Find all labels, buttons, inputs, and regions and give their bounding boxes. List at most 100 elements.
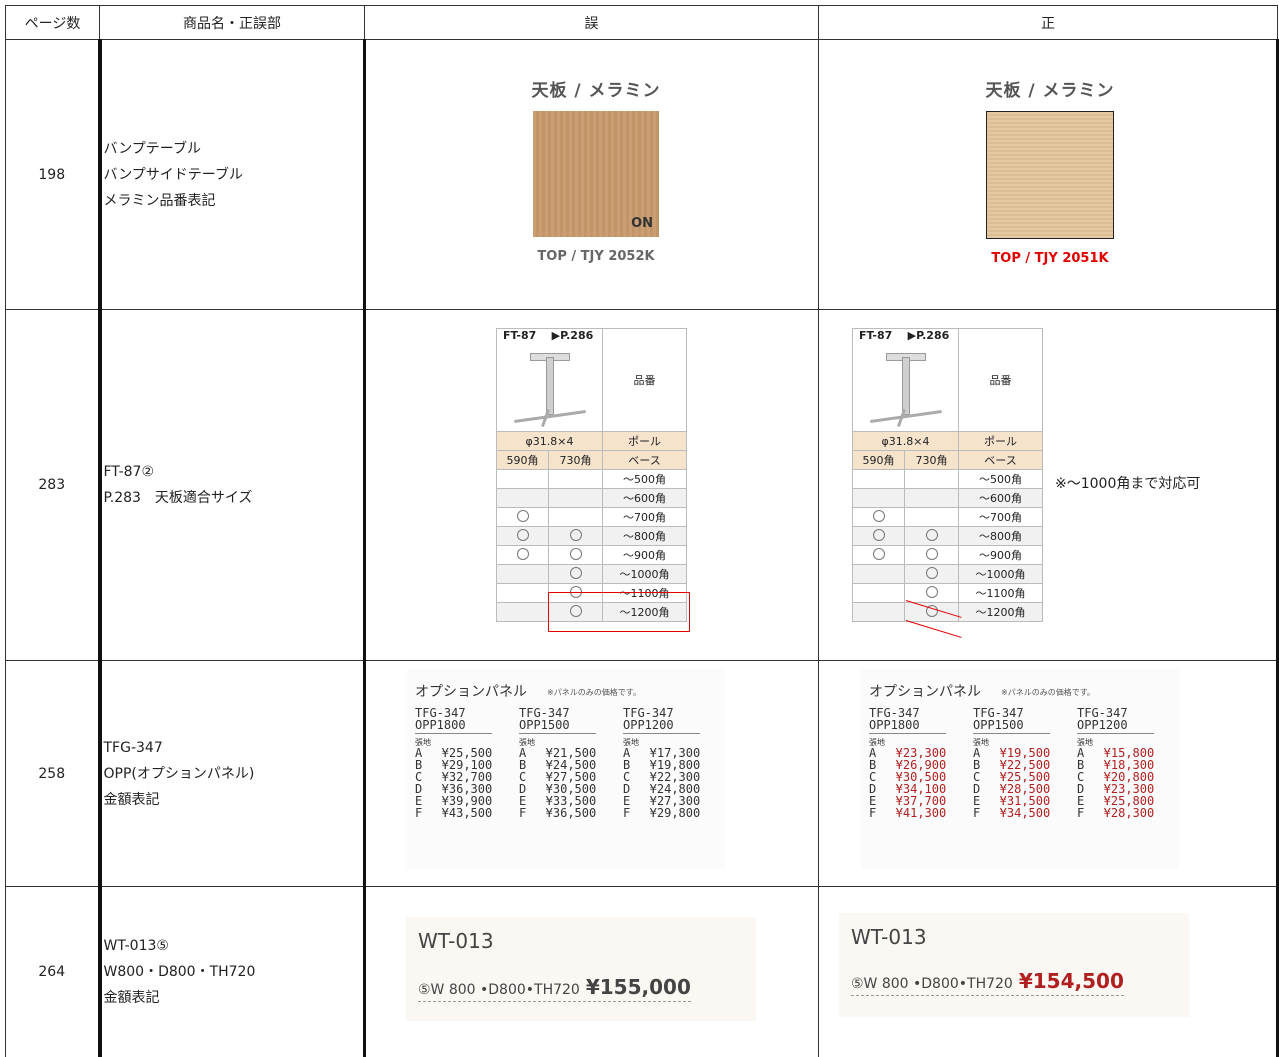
wt-price: ¥155,000 xyxy=(585,975,691,999)
header-correct: 正 xyxy=(818,5,1278,40)
melamine-sample-correct: 天板 / メラミン TOP / TJY 2051K xyxy=(975,76,1125,266)
mark-730 xyxy=(904,526,959,546)
page-number: 264 xyxy=(5,886,100,1057)
mark-590 xyxy=(496,469,549,489)
melamine-swatch: ON xyxy=(533,111,659,237)
spec-size: 〜1200角 xyxy=(958,602,1043,622)
circle-mark xyxy=(516,509,529,522)
spec-ref: ▶P.286 xyxy=(907,329,950,342)
table-stand-icon xyxy=(500,347,600,427)
grade-label: 張地 xyxy=(519,738,535,747)
melamine-title: 天板 / メラミン xyxy=(531,81,661,101)
spec-size-row: 〜700角 xyxy=(496,507,687,527)
spec-size-row: 〜600角 xyxy=(496,488,687,508)
circle-mark xyxy=(925,566,938,579)
grade-label: 張地 xyxy=(415,738,431,747)
grade-letter: C xyxy=(415,770,423,784)
price-value: ¥22,300 xyxy=(649,770,701,784)
grade-letter: E xyxy=(519,794,527,808)
spec-size: 〜900角 xyxy=(602,545,687,565)
spec-size-row: 〜1200角 xyxy=(496,602,687,622)
grade-letter: E xyxy=(869,794,877,808)
mark-590 xyxy=(496,488,549,508)
spec-size: 〜1200角 xyxy=(602,602,687,622)
mark-590 xyxy=(496,545,549,565)
spec-model: FT-87 xyxy=(503,329,537,342)
name-line: W800・D800・TH720 xyxy=(103,963,256,980)
name-line: WT-013⑤ xyxy=(103,937,169,954)
price-line: C¥20,800 xyxy=(1077,771,1154,783)
price-value: ¥34,100 xyxy=(895,782,947,796)
spec-size: 〜700角 xyxy=(602,507,687,527)
spec-size: 〜1100角 xyxy=(602,583,687,603)
price-value: ¥30,500 xyxy=(545,782,597,796)
circle-mark xyxy=(569,566,582,579)
price-line: F¥43,500 xyxy=(415,807,492,819)
price-value: ¥28,300 xyxy=(1103,806,1155,820)
spec-size-row: 〜500角 xyxy=(852,469,1043,489)
price-line: F¥36,500 xyxy=(519,807,596,819)
product-name: WT-013⑤ W800・D800・TH720 金額表記 xyxy=(97,886,365,1057)
name-line: メラミン品番表記 xyxy=(103,192,216,209)
grade-letter: C xyxy=(973,770,981,784)
page-number: 283 xyxy=(5,309,100,661)
spec-size: 〜500角 xyxy=(958,469,1043,489)
panel-note: ※パネルのみの価格です。 xyxy=(1001,688,1095,697)
product-name: FT-87② P.283 天板適合サイズ xyxy=(97,309,365,661)
spec-size-row: 〜500角 xyxy=(496,469,687,489)
mark-590 xyxy=(496,583,549,603)
price-line: B¥19,800 xyxy=(623,759,700,771)
grade-label: 張地 xyxy=(973,738,989,747)
mark-730 xyxy=(904,545,959,565)
price-value: ¥15,800 xyxy=(1103,746,1155,760)
spec-code-label: 品番 xyxy=(602,328,687,432)
wt-price: ¥154,500 xyxy=(1018,969,1124,993)
spec-ref: ▶P.286 xyxy=(551,329,594,342)
spec-size: 〜800角 xyxy=(958,526,1043,546)
grade-letter: A xyxy=(869,746,877,760)
mark-590 xyxy=(496,602,549,622)
price-value: ¥18,300 xyxy=(1103,758,1155,772)
price-value: ¥29,100 xyxy=(441,758,493,772)
grade-letter: A xyxy=(1077,746,1085,760)
grade-letter: E xyxy=(415,794,423,808)
price-line: D ¥34,100 xyxy=(869,783,946,795)
price-line: C¥22,300 xyxy=(623,771,700,783)
spec-diameter: φ31.8×4 xyxy=(852,431,959,451)
spec-size-row: 〜800角 xyxy=(852,526,1043,546)
spec-base: ベース xyxy=(958,450,1043,470)
spec-size: 〜500角 xyxy=(602,469,687,489)
header-row: ページ数 商品名・正誤部 誤 正 xyxy=(5,5,1278,40)
price-value: ¥25,800 xyxy=(1103,794,1155,808)
price-value: ¥36,500 xyxy=(545,806,597,820)
price-line: F¥28,300 xyxy=(1077,807,1154,819)
panel-title: オプションパネル xyxy=(869,684,981,700)
grade-letter: F xyxy=(973,806,981,820)
wt-dimensions: ⑤W 800 •D800•TH720 xyxy=(851,976,1013,992)
grade-letter: D xyxy=(869,782,877,796)
price-value: ¥28,500 xyxy=(999,782,1051,796)
grade-letter: E xyxy=(1077,794,1085,808)
grade-letter: A xyxy=(623,746,631,760)
mark-590 xyxy=(496,564,549,584)
spec-size-row: 〜1100角 xyxy=(496,583,687,603)
mark-730 xyxy=(904,602,959,622)
grade-letter: C xyxy=(869,770,877,784)
spec-model: FT-87 xyxy=(859,329,893,342)
price-line: B¥26,900 xyxy=(869,759,946,771)
mark-730 xyxy=(904,488,959,508)
mark-730 xyxy=(548,564,603,584)
spec-model-line: FT-87 ▶P.286 xyxy=(853,329,958,347)
price-line: A ¥15,800 xyxy=(1077,747,1154,759)
price-value: ¥34,500 xyxy=(999,806,1051,820)
price-value: ¥43,500 xyxy=(441,806,493,820)
spec-col-730: 730角 xyxy=(548,450,603,470)
